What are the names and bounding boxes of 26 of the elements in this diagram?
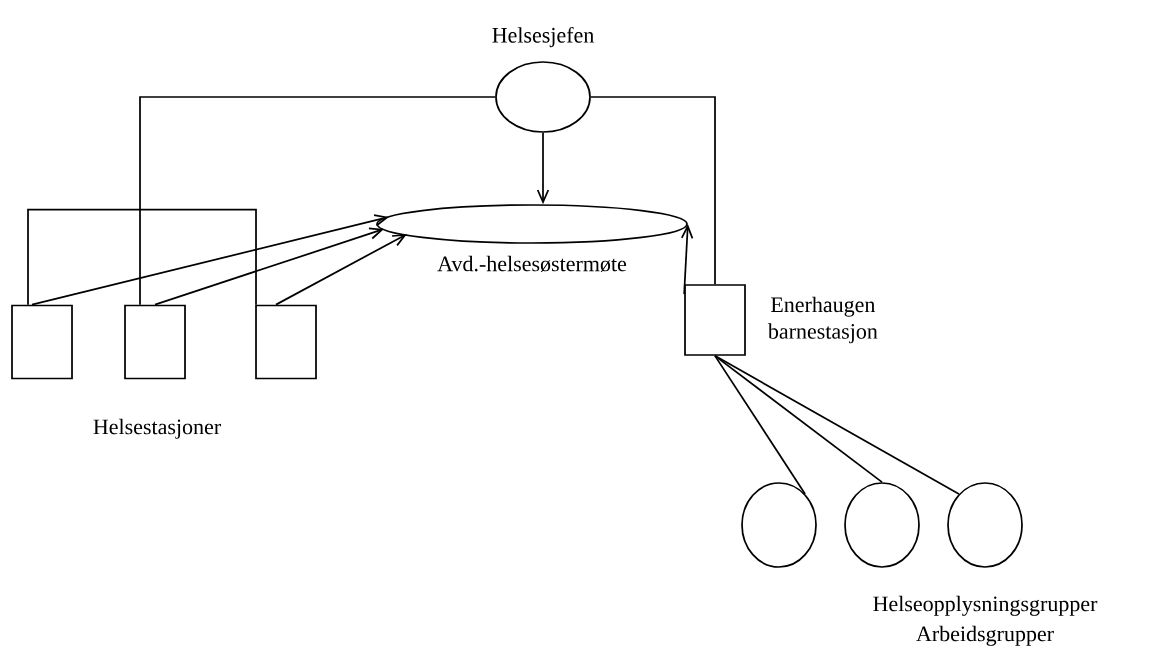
square-box — [11, 304, 73, 380]
group-label: Arbeidsgrupper — [916, 625, 1054, 646]
square-box — [124, 304, 186, 380]
group-label: Helsestasjoner — [93, 418, 221, 439]
oval — [844, 482, 920, 568]
group-label: Helseopplysningsgrupper — [873, 595, 1098, 616]
connector-line — [590, 96, 716, 285]
node-label: Helsesjefen — [492, 26, 594, 48]
connector-line — [714, 355, 806, 495]
square-box — [255, 304, 317, 380]
node-label: Enerhaugen barnestasjon — [767, 296, 878, 344]
connector-line — [714, 355, 883, 483]
arrow — [680, 224, 694, 295]
arrow — [275, 234, 407, 306]
arrow — [536, 132, 550, 205]
connector-line — [714, 355, 960, 495]
oval — [495, 61, 591, 133]
connector-line — [139, 96, 496, 306]
square-box — [684, 284, 746, 356]
oval — [741, 482, 817, 568]
arrow — [31, 214, 389, 306]
connector-line — [27, 208, 257, 306]
oval — [376, 204, 688, 244]
oval — [947, 482, 1023, 568]
node-label: Avd.-helsesøstermøte — [437, 255, 627, 272]
arrow — [154, 227, 384, 306]
